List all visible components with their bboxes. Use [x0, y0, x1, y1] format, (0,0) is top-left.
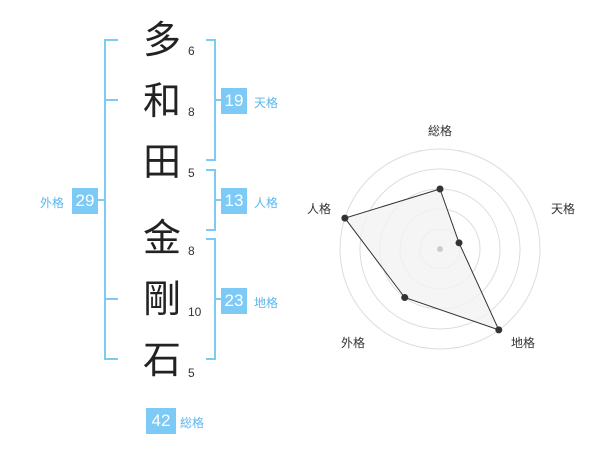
name-char-1: 多 [142, 18, 181, 62]
chikaku-value-badge: 23 [221, 288, 247, 314]
radar-points [341, 185, 503, 334]
jinkaku-bracket [206, 169, 216, 231]
radar-point-3 [495, 326, 503, 334]
name-char-4: 金 [142, 216, 181, 260]
jinkaku-bracket-tick [216, 199, 222, 201]
chikaku-label: 地格 [254, 296, 279, 310]
stroke-count-6: 5 [188, 366, 195, 380]
stroke-count-1: 6 [188, 44, 195, 58]
stroke-count-2: 8 [188, 105, 195, 119]
radar-center-dot [437, 246, 443, 252]
radar-point-1 [436, 185, 444, 193]
soukaku-label: 総格 [180, 416, 205, 430]
radar-chart [339, 148, 541, 350]
gaikaku-tick-2 [104, 298, 118, 300]
stroke-count-5: 10 [188, 305, 202, 319]
gaikaku-tick-1 [104, 99, 118, 101]
tenkaku-value-badge: 19 [221, 88, 247, 114]
gaikaku-bracket [104, 39, 118, 360]
chikaku-bracket [206, 238, 216, 360]
radar-point-5 [341, 214, 349, 222]
radar-point-4 [401, 294, 409, 302]
name-char-6: 石 [142, 338, 181, 382]
radar-label-chikaku: 地格 [511, 336, 536, 350]
gaikaku-bracket-tick [98, 199, 106, 201]
tenkaku-bracket-tick [216, 99, 222, 101]
jinkaku-label: 人格 [254, 196, 279, 210]
tenkaku-label: 天格 [254, 96, 279, 110]
radar-grid-ring-5 [339, 148, 541, 350]
radar-point-2 [455, 239, 463, 247]
stroke-count-3: 5 [188, 166, 195, 180]
stroke-count-4: 8 [188, 244, 195, 258]
jinkaku-value-badge: 13 [221, 188, 247, 214]
radar-area [344, 188, 500, 331]
name-char-3: 田 [142, 140, 181, 184]
radar-grid-ring-4 [359, 168, 521, 330]
soukaku-value-badge: 42 [146, 408, 176, 434]
radar-label-tenkaku: 天格 [551, 202, 576, 216]
tenkaku-bracket [206, 39, 216, 161]
gaikaku-value-badge: 29 [72, 188, 98, 214]
gaikaku-label: 外格 [40, 196, 65, 210]
name-char-2: 和 [142, 79, 181, 123]
radar-label-soukaku: 総格 [428, 124, 453, 138]
chikaku-bracket-tick [216, 298, 222, 300]
radar-label-gaikaku: 外格 [341, 336, 366, 350]
radar-label-jinkaku: 人格 [307, 202, 332, 216]
name-char-5: 剛 [142, 277, 181, 321]
